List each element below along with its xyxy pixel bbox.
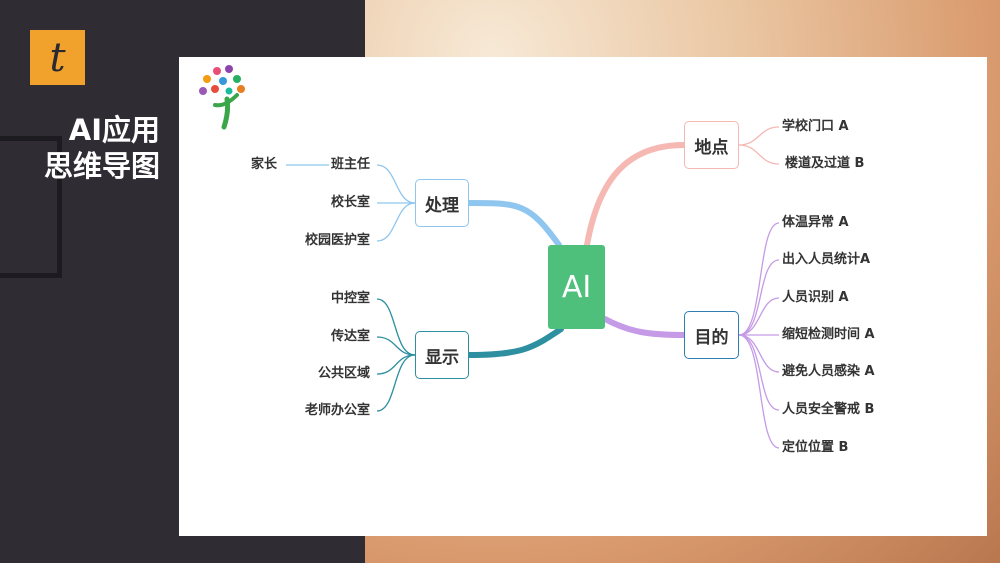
leaf-sub-jiazhang: 家长: [251, 157, 278, 172]
mindmap-card: AI 处理 显示 地点 目的 家长 班主任 校长室 校园医护室 中控室 传达室 …: [179, 57, 987, 536]
leaf-xianshi-3: 公共区域: [317, 366, 370, 381]
branch-node-xianshi: 显示: [415, 331, 469, 379]
branch-node-chuli: 处理: [415, 179, 469, 227]
slide-title: AI应用 思维导图: [20, 112, 160, 184]
branch-connector-didian: [584, 142, 687, 248]
leaf-mudi-6: 人员安全警戒 B: [782, 402, 875, 417]
branch-node-didian: 地点: [684, 121, 739, 169]
leaf-connectors-mudi: [738, 222, 780, 449]
branch-connector-xianshi: [466, 326, 564, 358]
mindmap-connectors: [199, 65, 780, 449]
leaf-chuli-2: 校长室: [330, 195, 370, 210]
leaf-chuli-3: 校园医护室: [304, 233, 370, 248]
leaf-xianshi-2: 传达室: [330, 329, 370, 344]
leaf-mudi-5: 避免人员感染 A: [782, 364, 875, 379]
leaf-didian-2: 楼道及过道 B: [785, 156, 865, 171]
leaf-connectors-chuli: [286, 164, 416, 242]
slide-title-line1: AI应用: [68, 113, 160, 147]
leaf-mudi-4: 缩短检测时间 A: [782, 327, 875, 342]
leaf-connectors-xianshi: [376, 298, 416, 412]
branch-connector-chuli: [466, 200, 562, 248]
slide-title-line2: 思维导图: [43, 149, 160, 183]
leaf-mudi-7: 定位位置 B: [782, 440, 849, 455]
leaf-mudi-3: 人员识别 A: [782, 290, 849, 305]
frame-line: [57, 136, 62, 278]
branch-node-mudi: 目的: [684, 311, 739, 359]
leaf-didian-1: 学校门口 A: [782, 119, 849, 134]
frame-line: [0, 136, 62, 141]
frame-line: [0, 273, 62, 278]
leaf-mudi-1: 体温异常 A: [782, 215, 849, 230]
leaf-chuli-1: 班主任: [330, 157, 370, 172]
leaf-xianshi-4: 老师办公室: [304, 403, 370, 418]
branch-connector-mudi: [602, 316, 687, 338]
school-logo-icon: [199, 65, 245, 130]
center-node: AI: [548, 245, 605, 329]
logo-badge: t: [30, 30, 85, 85]
leaf-connectors-didian: [738, 126, 780, 165]
leaf-xianshi-1: 中控室: [330, 291, 370, 306]
logo-letter: t: [49, 34, 66, 81]
leaf-mudi-2: 出入人员统计A: [782, 252, 871, 267]
